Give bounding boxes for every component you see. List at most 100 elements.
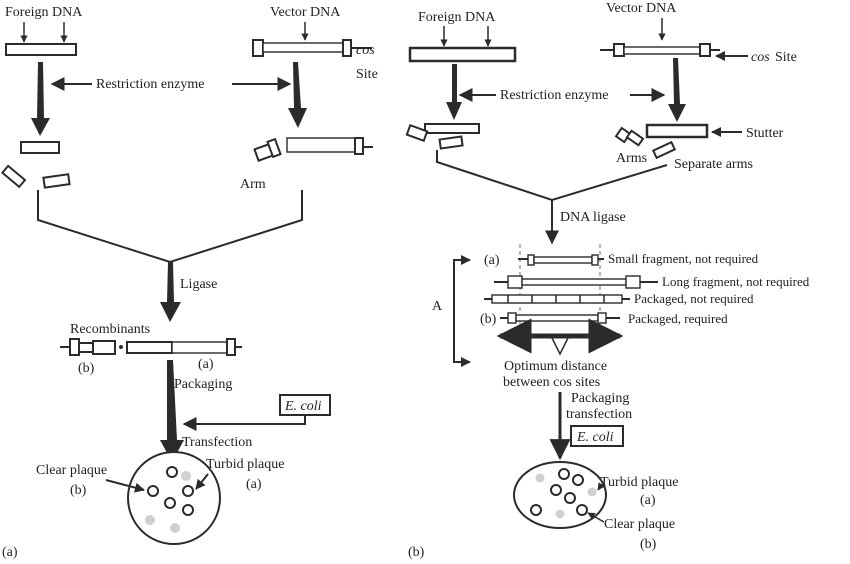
panel-b-packaged-not-required-label: Packaged, not required [634,291,754,306]
panel-a-arm-piece [253,137,282,162]
panel-b-ecoli-label: E. coli [576,430,614,445]
panel-b-foreign-dna-label: Foreign DNA [418,10,496,25]
panel-b-optimum-line2: between cos sites [503,375,600,390]
panel-a-cut-vector [286,137,373,155]
panel-b-small-fragment [518,254,604,266]
panel-a-label-b: (b) [78,361,95,376]
panel-a-plaque-clear [182,504,194,516]
panel-b-packaged-not-required [484,294,630,304]
panel-b-optimum-brace [551,337,569,356]
panel-b-clear-plaque-label: Clear plaque [604,517,675,532]
panel-b-restriction-enzyme-label: Restriction enzyme [500,88,608,103]
panel-a-turbid-plaque-tag: (a) [246,477,262,492]
optimum-line2-cos: cos [553,375,572,390]
panel-b-long-fragment [494,275,658,289]
panel-a-arrow-right-down [288,62,307,128]
panel-b-separate-arms-label: Separate arms [674,157,753,172]
panel-a-plaque-clear [182,485,194,497]
panel-b: (b) Foreign DNA Vector DNA cos Site Rest… [405,1,810,560]
panel-a-plaque-turbid [181,471,191,481]
panel-b-transfection-label: transfection [566,407,632,422]
panel-b-plaque-turbid [555,509,565,519]
panel-a-recombinant-b [60,338,116,356]
panel-b-bracket-a [453,255,471,367]
panel-a-recombinant-junction [119,345,123,349]
panel-b-site-label: Site [775,50,797,65]
panel-b-plaque-turbid [535,473,545,483]
panel-b-clear-plaque-pointer [587,512,605,523]
panel-b-vector-dna [600,43,720,57]
panel-b-clear-plaque-tag: (b) [640,537,657,552]
panel-a-recombinants-label: Recombinants [70,322,150,337]
panel-a-foreign-dna-fragment [5,43,77,56]
panel-b-label-a: (a) [484,253,500,268]
panel-a-ligase-label: Ligase [180,277,217,292]
panel-b-end-piece-1 [405,123,429,143]
panel-b-arrow-right-down [668,58,686,122]
panel-b-big-a-label: A [432,299,443,314]
panel-a-end-piece-2 [42,173,71,189]
panel-b-plaque-clear [564,492,576,504]
panel-b-plaque-clear [558,468,570,480]
panel-a-recombinant-a [126,338,242,356]
panel-a-ecoli-label: E. coli [284,399,322,414]
panel-a-transfection-label: Transfection [182,435,252,450]
panel-a-vector-dna-label: Vector DNA [270,5,341,20]
optimum-line2-pre: between [503,375,553,390]
panel-a-arrow-packaging [160,360,184,462]
panel-a-ecoli-arrow [182,415,306,431]
panel-a-vector-dna [252,39,372,57]
panel-a-end-piece-1 [0,164,27,189]
panel-b-ecoli-box [570,425,624,447]
panel-b-plaque-clear [530,504,542,516]
panel-a: (a) Foreign DNA Vector DNA cos Site Rest… [0,5,378,560]
panel-b-packaging-label: Packaging [571,391,629,406]
panel-b-plaque-clear [572,474,584,486]
panel-a-clear-plaque-label: Clear plaque [36,463,107,478]
panel-a-plaque-turbid [170,523,180,533]
panel-a-plaque-clear [147,485,159,497]
panel-a-turbid-plaque-label: Turbid plaque [206,457,284,472]
panel-a-arrow-ligase [160,262,181,322]
panel-b-packaged-required [500,312,620,324]
panel-b-packaged-required-label: Packaged, required [628,311,728,326]
panel-a-clear-plaque-tag: (b) [70,483,87,498]
panel-b-long-fragment-label: Long fragment, not required [662,274,810,289]
panel-b-arms [614,126,677,160]
panel-b-arms-label: Arms [616,151,647,166]
panel-b-cut-fragment [424,123,480,134]
optimum-line2-post: sites [572,375,600,390]
panel-b-foreign-dna-fragment [408,46,517,63]
panel-b-dna-ligase-label: DNA ligase [560,210,626,225]
panel-b-plaque-turbid [587,487,597,497]
panel-b-turbid-plaque-label: Turbid plaque [600,475,678,490]
panel-a-label-a: (a) [198,357,214,372]
panel-b-converge-lines [436,150,668,202]
panel-a-cos-label: cos [356,43,375,58]
panel-b-turbid-plaque-tag: (a) [640,493,656,508]
panel-a-site-label: Site [356,67,378,82]
panel-a-converge-lines [37,190,303,264]
panel-a-label: (a) [2,545,18,560]
panel-a-clear-plaque-pointer [105,479,145,493]
panel-b-cos-label: cos [751,50,770,65]
panel-a-plaque-clear [164,497,176,509]
panel-a-plaque-turbid [145,515,155,525]
panel-a-restriction-enzyme-label: Restriction enzyme [96,77,204,92]
panel-b-arrow-left-down [446,64,462,120]
panel-a-cut-fragment [20,141,60,154]
panel-a-arm-label: Arm [240,177,266,192]
panel-b-optimum-line1: Optimum distance [504,359,607,374]
panel-b-cut-vector [645,123,709,139]
panel-b-end-piece-2 [438,135,464,150]
panel-b-label: (b) [408,545,425,560]
panel-b-vector-dna-label: Vector DNA [606,1,677,16]
panel-a-packaging-label: Packaging [174,377,232,392]
panel-a-arrow-left-down [31,62,50,136]
panel-a-plaque-clear [166,466,178,478]
panel-a-turbid-plaque-pointer [195,473,209,490]
panel-b-turbid-plaque-pointer [597,482,605,491]
panel-b-stutter-label: Stutter [746,126,784,141]
panel-a-foreign-dna-label: Foreign DNA [5,5,83,20]
